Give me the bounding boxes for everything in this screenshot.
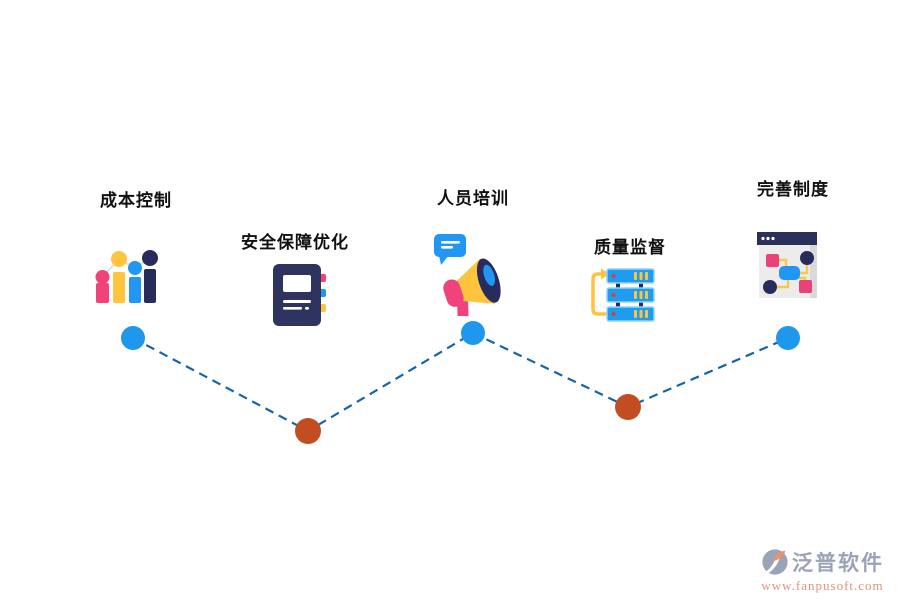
step-label-personnel-training: 人员培训 bbox=[437, 189, 509, 208]
connector-dashed-line bbox=[132, 331, 789, 433]
milestone-dot-2 bbox=[295, 418, 321, 444]
step-label-cost-control: 成本控制 bbox=[100, 191, 172, 210]
milestone-dot-1 bbox=[121, 326, 145, 350]
brand-name: 泛普软件 bbox=[792, 552, 884, 575]
milestone-dot-5 bbox=[776, 326, 800, 350]
megaphone-icon bbox=[434, 234, 501, 316]
server-stack-icon bbox=[591, 268, 655, 322]
milestone-dot-4 bbox=[615, 394, 641, 420]
watermark: 泛普软件 www.fanpusoft.com bbox=[761, 547, 884, 594]
bar-chart-icon bbox=[95, 250, 158, 303]
brand-url: www.fanpusoft.com bbox=[761, 578, 884, 593]
step-label-perfect-system: 完善制度 bbox=[757, 180, 829, 199]
flowchart-window-icon bbox=[757, 232, 817, 298]
step-label-quality-supervision: 质量监督 bbox=[594, 238, 666, 257]
milestone-dot-3 bbox=[461, 321, 485, 345]
notebook-icon bbox=[273, 264, 326, 326]
step-label-safety-optimization: 安全保障优化 bbox=[241, 233, 349, 252]
fanpu-logo-icon bbox=[762, 549, 788, 575]
